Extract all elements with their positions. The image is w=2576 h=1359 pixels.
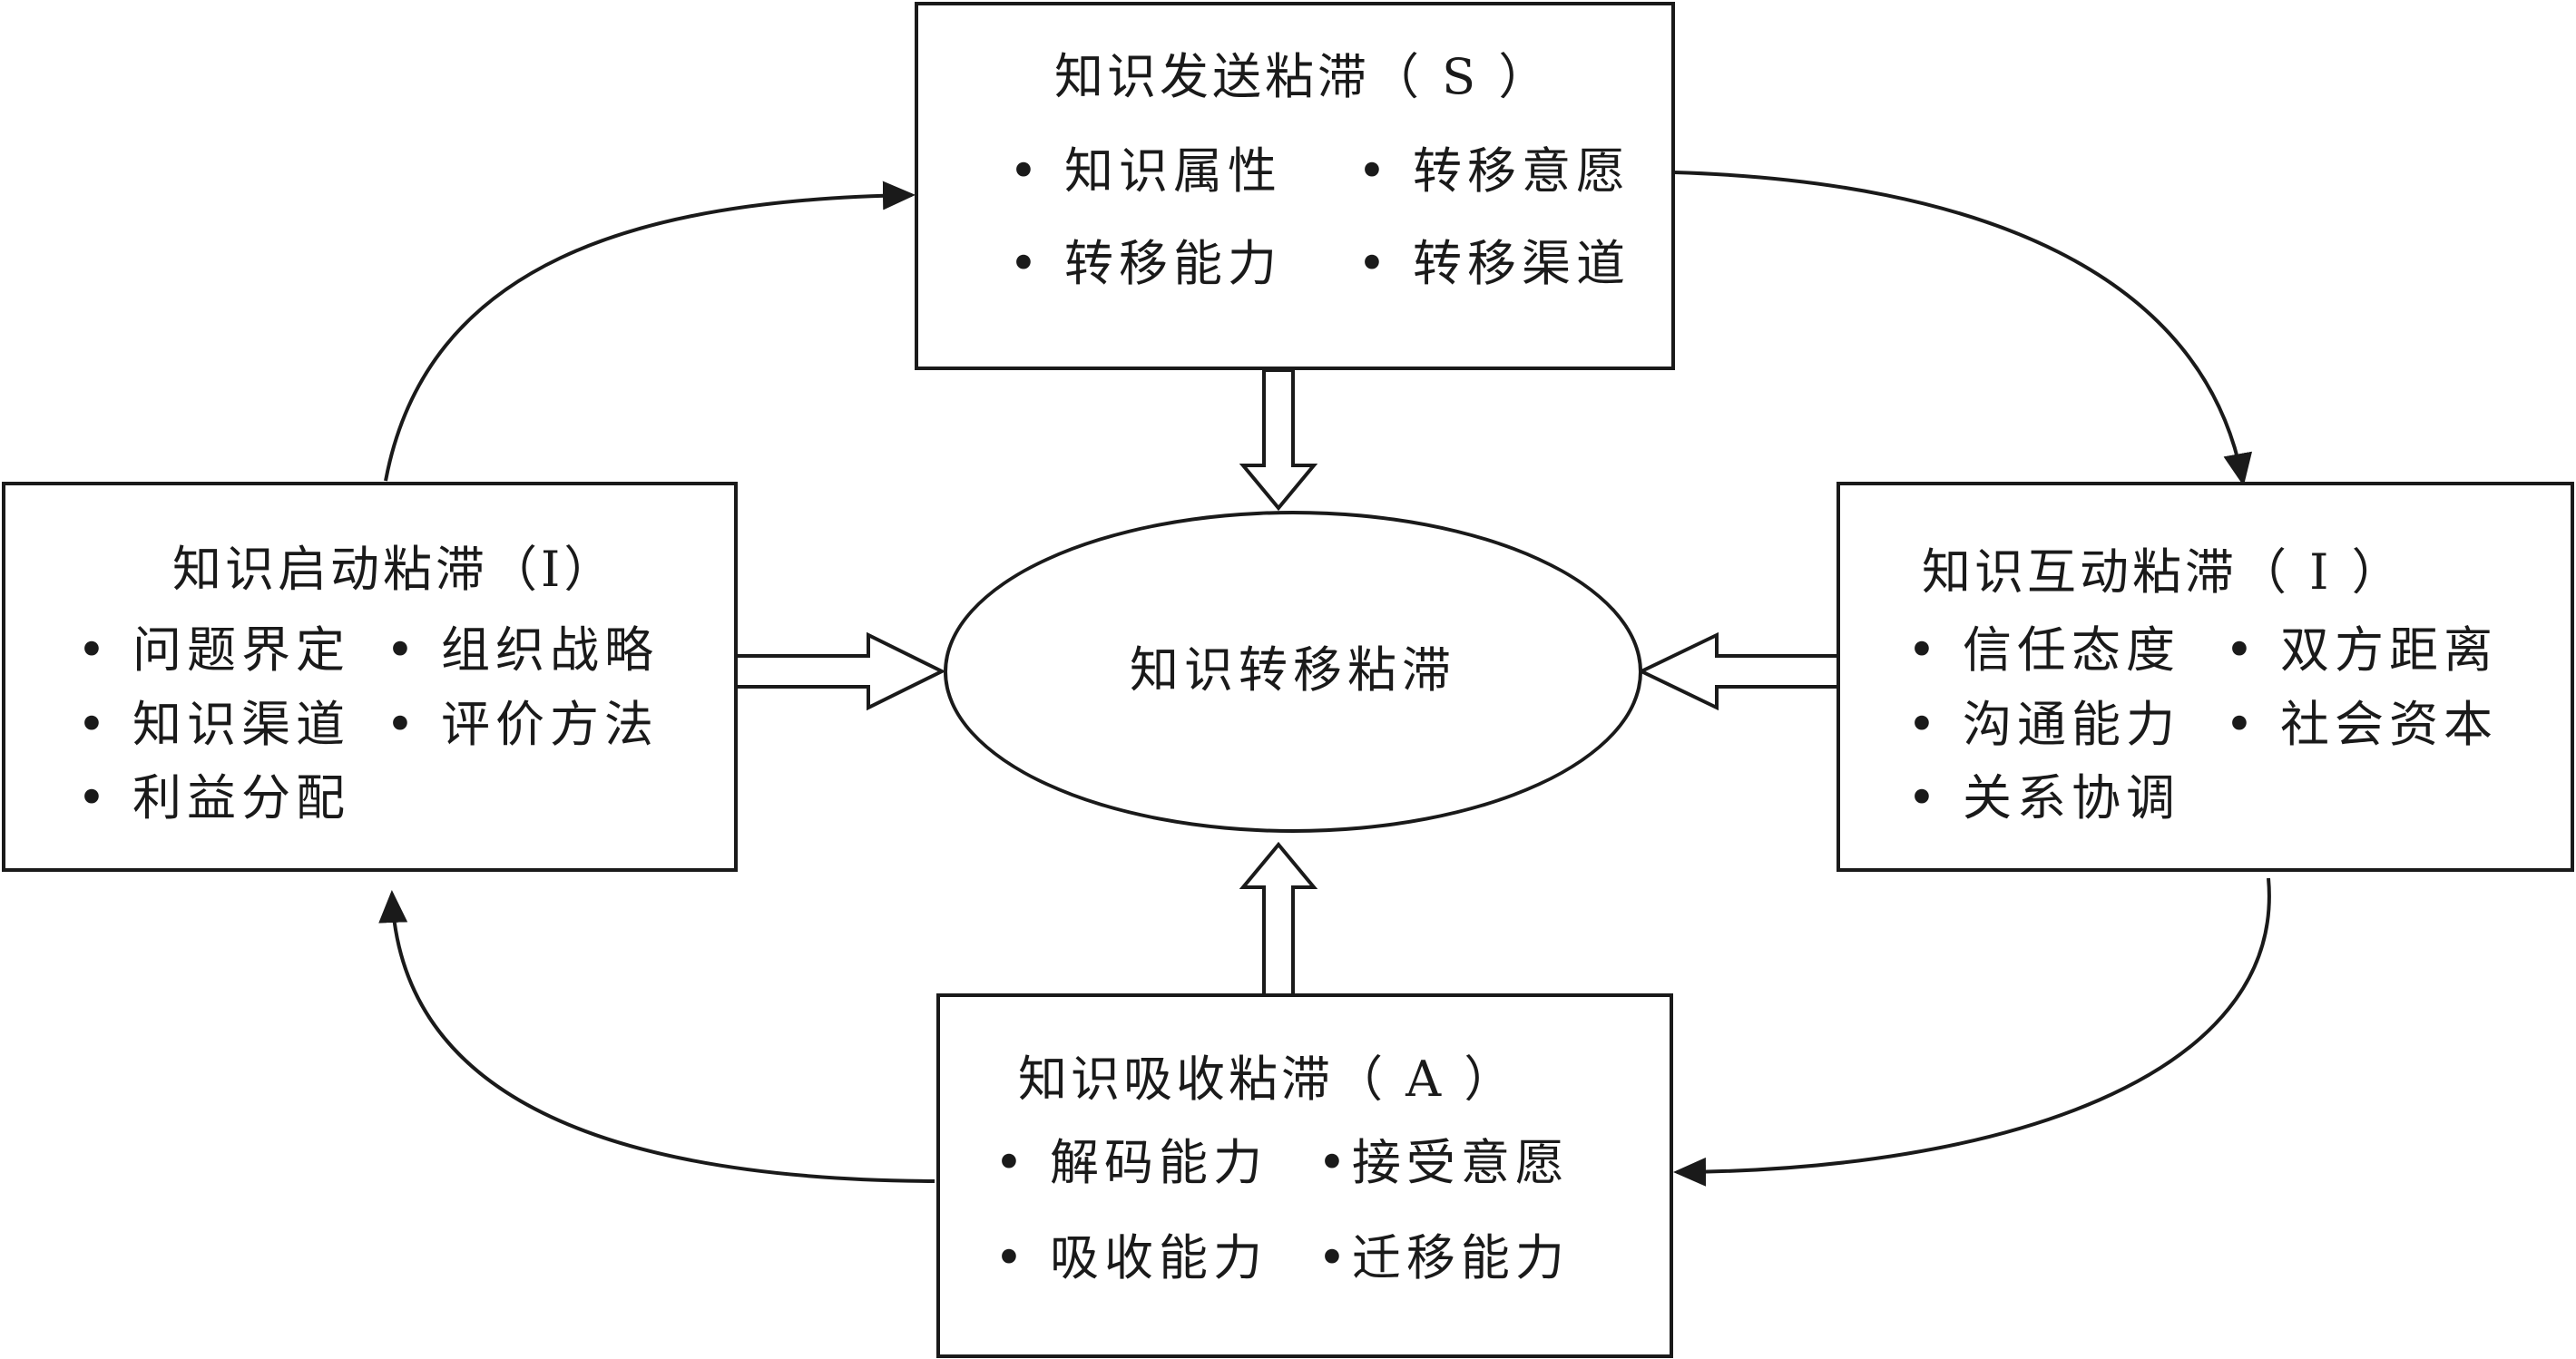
- cycle-arrow-right-to-bottom: [1673, 877, 2271, 1187]
- center-ellipse: [944, 511, 1642, 833]
- initiation-item-knowledge-channel: • 知识渠道: [77, 696, 351, 753]
- block-arrow-bottom-up: [1239, 841, 1318, 997]
- sending-item-knowledge-attribute: • 知识属性: [1009, 142, 1283, 200]
- interaction-item-social-capital: • 社会资本: [2225, 696, 2499, 753]
- cycle-arrow-left-to-top: [384, 181, 916, 482]
- cycle-arrow-bottom-to-left: [378, 890, 935, 1183]
- initiation-item-organizational-strategy: • 组织战略: [386, 621, 660, 679]
- interaction-item-trust-attitude: • 信任态度: [1907, 621, 2181, 679]
- initiation-stickiness-box: [2, 482, 738, 872]
- sending-item-transfer-channel: • 转移渠道: [1357, 235, 1631, 292]
- block-arrow-top-down: [1239, 368, 1318, 512]
- sending-item-transfer-willingness: • 转移意愿: [1357, 142, 1631, 200]
- cycle-arrow-top-to-right: [1673, 171, 2253, 486]
- interaction-item-relationship-coordination: • 关系协调: [1907, 769, 2181, 826]
- absorption-item-absorptive-capacity: • 吸收能力: [994, 1229, 1268, 1286]
- block-arrow-left-right: [734, 631, 946, 711]
- initiation-item-benefit-distribution: • 利益分配: [77, 769, 351, 826]
- absorption-stickiness-box: [936, 993, 1673, 1358]
- absorption-item-acceptance-willingness: •接受意愿: [1317, 1134, 1570, 1191]
- interaction-item-mutual-distance: • 双方距离: [2225, 621, 2499, 679]
- initiation-item-evaluation-method: • 评价方法: [386, 696, 660, 753]
- initiation-stickiness-title: 知识启动粘滞（I）: [172, 541, 617, 598]
- center-label: 知识转移粘滞: [1130, 641, 1456, 699]
- interaction-stickiness-box: [1837, 482, 2574, 872]
- sending-stickiness-box: [915, 2, 1675, 370]
- block-arrow-right-left: [1637, 631, 1840, 711]
- initiation-item-problem-definition: • 问题界定: [77, 621, 351, 679]
- sending-item-transfer-ability: • 转移能力: [1009, 235, 1283, 292]
- absorption-item-migration-ability: •迁移能力: [1317, 1229, 1570, 1286]
- sending-stickiness-title: 知识发送粘滞（ S ）: [1054, 48, 1552, 105]
- absorption-stickiness-title: 知识吸收粘滞（ A ）: [1018, 1051, 1517, 1108]
- interaction-stickiness-title: 知识互动粘滞（ I ）: [1922, 543, 2405, 601]
- interaction-item-communication-ability: • 沟通能力: [1907, 696, 2181, 753]
- absorption-item-decoding-ability: • 解码能力: [994, 1134, 1268, 1191]
